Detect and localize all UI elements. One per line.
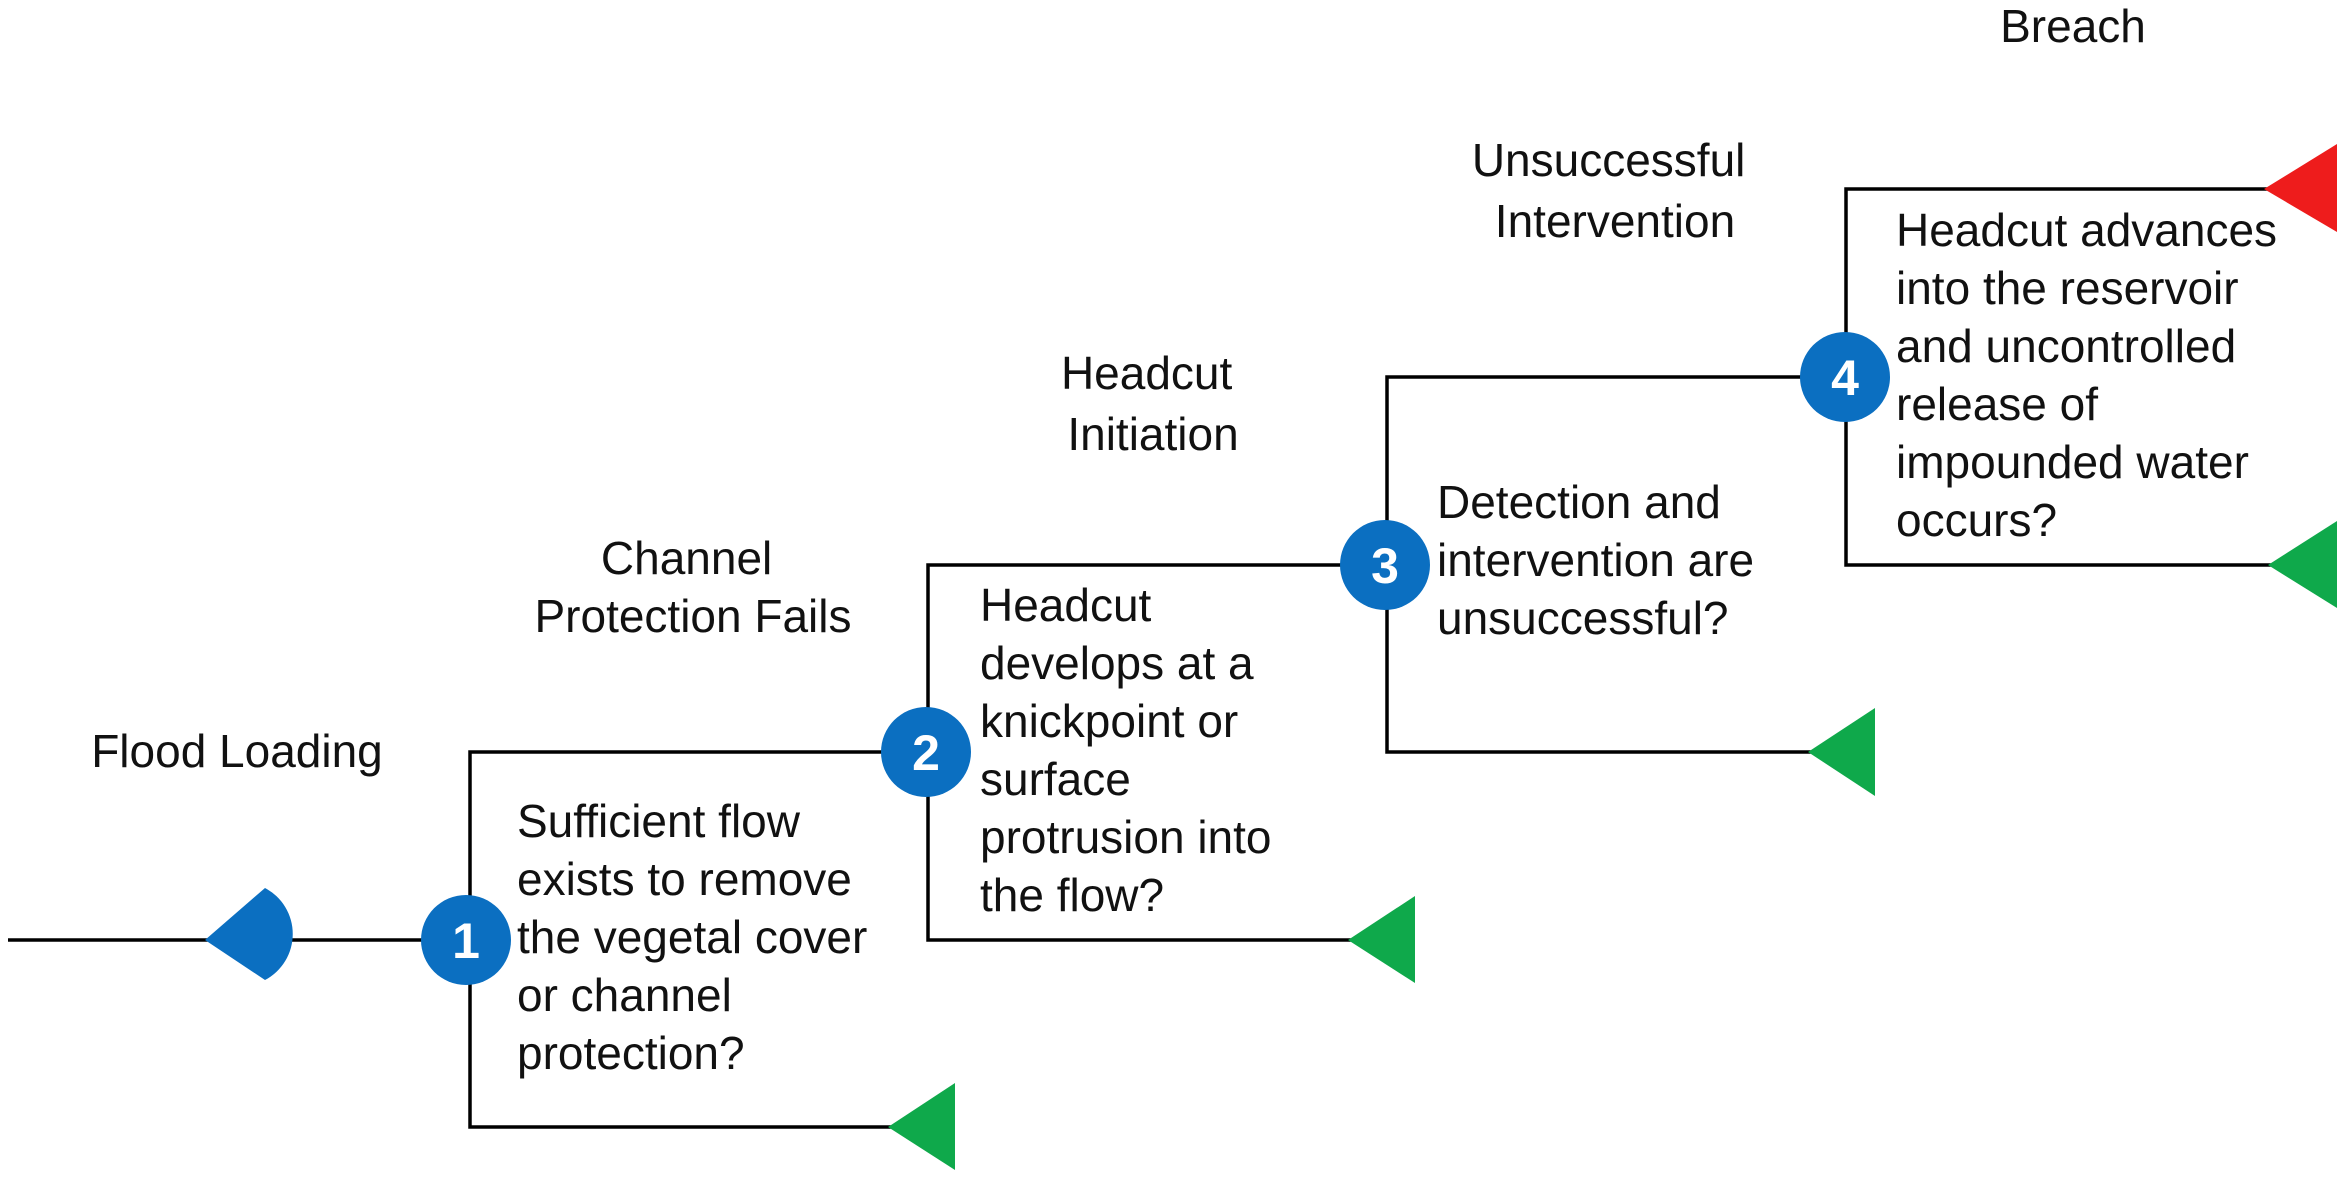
node-1-number: 1 <box>452 913 480 969</box>
node-4-question: Headcut advances into the reservoir and … <box>1896 204 2290 546</box>
green-triangle-end-icon <box>1808 708 1875 796</box>
numbered-circle-icon <box>1340 520 1430 610</box>
node-2-number: 2 <box>912 725 940 781</box>
green-triangle-end-icon <box>1348 896 1415 983</box>
node-4: 4 <box>1800 332 1890 422</box>
numbered-circle-icon <box>1800 332 1890 422</box>
node-4-number: 4 <box>1831 350 1859 406</box>
stage-unsuccessful-intervention: Unsuccessful Intervention <box>1472 134 1758 247</box>
stage-headcut-initiation: Headcut Initiation <box>1061 347 1245 460</box>
stage-breach: Breach <box>2000 0 2146 52</box>
end-markers <box>888 144 2337 1170</box>
numbered-circle-icon <box>421 895 511 985</box>
red-triangle-end-icon <box>2264 144 2337 232</box>
node-3: 3 <box>1340 520 1430 610</box>
stage-channel-protection-fails: Channel Protection Fails <box>534 532 851 642</box>
node-1-question: Sufficient flow exists to remove the veg… <box>517 795 880 1079</box>
node-3-number: 3 <box>1371 538 1399 594</box>
node-1: 1 <box>421 895 511 985</box>
numbered-circle-icon <box>881 707 971 797</box>
chance-node-icon <box>205 888 293 980</box>
node-2: 2 <box>881 707 971 797</box>
green-triangle-end-icon <box>2268 521 2337 608</box>
node-2-question: Headcut develops at a knickpoint or surf… <box>980 579 1284 921</box>
stage-flood-loading: Flood Loading <box>91 725 383 777</box>
node-3-question: Detection and intervention are unsuccess… <box>1437 476 1767 644</box>
green-triangle-end-icon <box>888 1083 955 1170</box>
